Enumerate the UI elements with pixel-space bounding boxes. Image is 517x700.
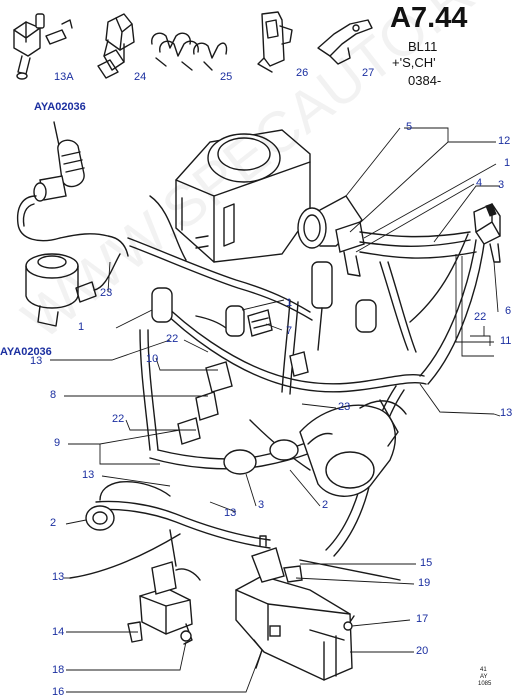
callout-1-left: 1	[78, 321, 85, 333]
variant-code: +'S,CH'	[392, 55, 436, 70]
part-code-top: AYA02036	[34, 101, 86, 113]
figure-code: A7.44	[390, 2, 468, 34]
inline-filters	[85, 287, 377, 531]
callout-22-center: 22	[166, 333, 179, 345]
date-code: 0384-	[408, 73, 442, 88]
callout-11: 11	[500, 335, 512, 347]
callout-2-left: 2	[50, 517, 57, 529]
brake-reservoir	[149, 129, 311, 263]
callout-27: 27	[362, 67, 375, 79]
callout-17: 17	[416, 613, 429, 625]
model-code: BL11	[408, 39, 438, 54]
callout-25: 25	[220, 71, 233, 83]
callout-22-right: 22	[474, 311, 487, 323]
footer-code-2: AY	[480, 674, 488, 680]
vacuum-switch-right	[297, 195, 365, 351]
callout-16: 16	[52, 686, 65, 698]
callout-18: 18	[52, 664, 65, 676]
part-26-drawing	[257, 11, 293, 73]
callout-10: 10	[146, 353, 159, 365]
footer-code-1: 41	[480, 667, 487, 673]
callout-3-top-right: 3	[498, 179, 505, 191]
solenoid-valve-top	[16, 121, 85, 242]
callout-13-right: 13	[500, 407, 513, 419]
part-27-drawing	[317, 19, 373, 65]
leader-lines	[50, 127, 501, 693]
callout-4: 4	[476, 177, 483, 189]
footer-code-3: 1085	[478, 681, 492, 687]
connector-right	[473, 203, 501, 263]
callout-14: 14	[52, 626, 65, 638]
throttle-housing	[299, 399, 407, 497]
callout-2-center: 2	[322, 499, 329, 511]
actuator-left	[127, 561, 201, 645]
callout-26: 26	[296, 67, 309, 79]
callout-19: 19	[418, 577, 431, 589]
callout-23-left: 23	[100, 287, 113, 299]
part-code-left: AYA02036	[0, 346, 52, 358]
callout-24: 24	[134, 71, 147, 83]
control-module	[235, 535, 355, 681]
part-25-drawing	[151, 32, 228, 71]
callout-13A: 13A	[54, 71, 74, 83]
callout-12: 12	[498, 135, 511, 147]
callout-9: 9	[54, 437, 61, 449]
hose-bundle	[69, 231, 485, 581]
callout-13-c: 13	[224, 507, 237, 519]
callout-6: 6	[505, 305, 512, 317]
callout-15: 15	[420, 557, 433, 569]
callout-8: 8	[50, 389, 57, 401]
part-24-drawing	[97, 13, 135, 79]
callout-1-center: 1	[286, 297, 293, 309]
part-13A-drawing	[13, 13, 73, 80]
callout-13-a: 13	[30, 355, 43, 367]
callout-23-center: 23	[338, 401, 351, 413]
callout-22-left: 22	[112, 413, 125, 425]
callout-5: 5	[406, 121, 413, 133]
vacuum-valve-left	[25, 233, 129, 327]
callout-13-b: 13	[82, 469, 95, 481]
callout-13-d: 13	[52, 571, 65, 583]
callout-3-center: 3	[258, 499, 265, 511]
callout-7: 7	[286, 325, 293, 337]
callout-20: 20	[416, 645, 429, 657]
callout-1-top-right: 1	[504, 157, 511, 169]
